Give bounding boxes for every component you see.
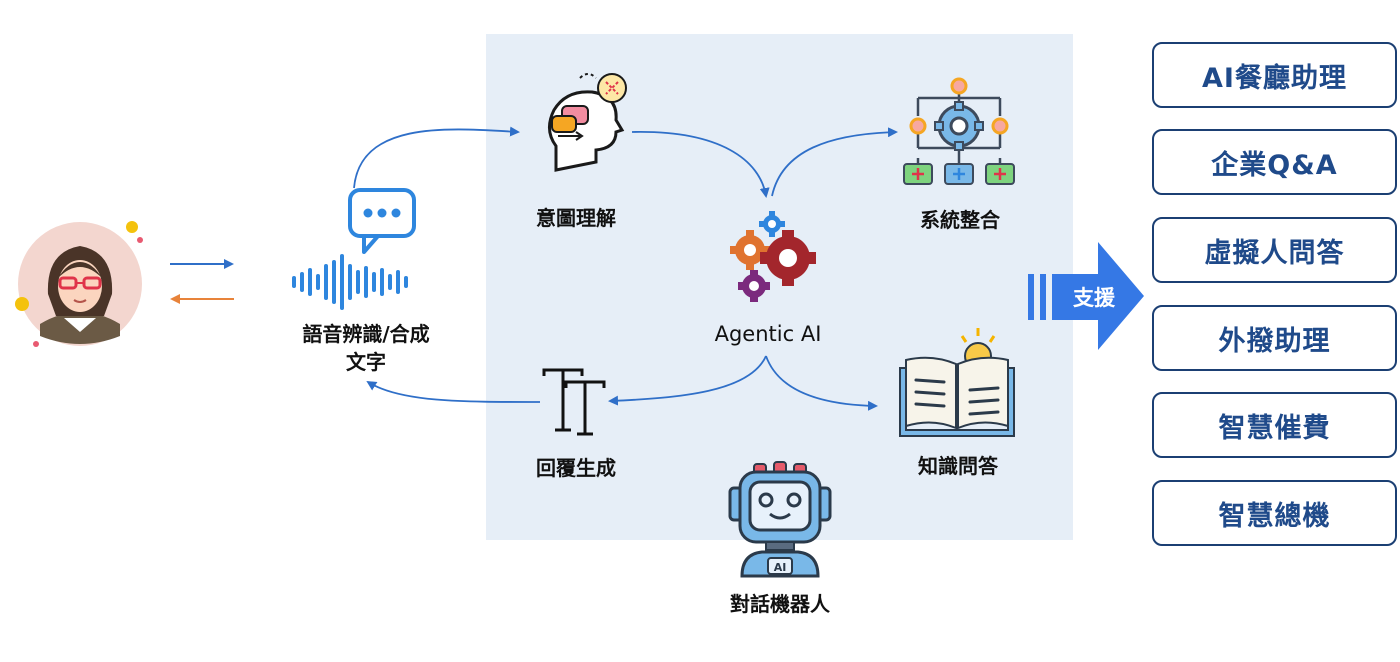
reply-to-asr-arrow (366, 380, 541, 403)
intent-label: 意圖理解 (536, 206, 616, 230)
service-enterprise-qa[interactable]: 企業Q&A (1152, 129, 1397, 195)
asr-to-intent-arrow (353, 126, 520, 189)
agentic-to-knowledge-arrow (765, 355, 878, 411)
agentic-label: Agentic AI (714, 322, 822, 346)
asr-label: 語音辨識/合成 文字 (302, 322, 430, 374)
support-arrow-icon (1028, 242, 1144, 350)
knowledge-book-icon (899, 328, 1015, 437)
reply-label: 回覆生成 (536, 456, 616, 480)
svg-text:AI: AI (774, 561, 787, 574)
intent-to-agentic-arrow (631, 131, 770, 198)
system-integration-icon (903, 77, 1015, 185)
service-outbound-assistant[interactable]: 外撥助理 (1152, 305, 1397, 371)
text-generation-icon (542, 368, 606, 436)
service-virtual-human-qa[interactable]: 虛擬人問答 (1152, 217, 1397, 283)
system-label: 系統整合 (920, 208, 1000, 232)
agentic-to-system-arrow (771, 127, 898, 197)
service-smart-collection[interactable]: 智慧催費 (1152, 392, 1397, 458)
user-avatar-icon (15, 221, 143, 347)
service-ai-restaurant-assistant[interactable]: AI餐廳助理 (1152, 42, 1397, 108)
gears-icon (730, 211, 816, 302)
intent-understanding-icon (548, 73, 627, 172)
robot-icon: AI (728, 461, 832, 578)
voice-recognition-icon (292, 188, 416, 310)
knowledge-label: 知識問答 (918, 454, 998, 478)
support-label: 支援 (1073, 286, 1115, 310)
chatbot-label: 對話機器人 (730, 592, 830, 616)
service-smart-switchboard[interactable]: 智慧總機 (1152, 480, 1397, 546)
agentic-to-reply-arrow (608, 355, 767, 406)
